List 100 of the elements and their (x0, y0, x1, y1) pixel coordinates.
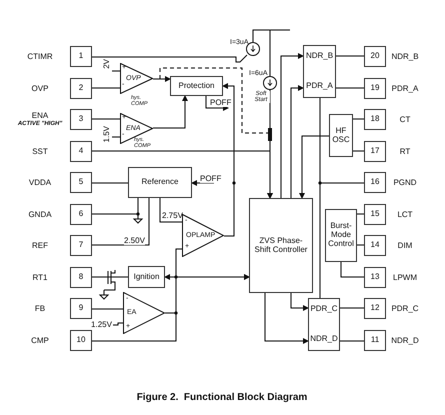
wire (92, 198, 138, 214)
edge-label: POFF (210, 99, 232, 107)
edge-label: 2.75V (162, 212, 183, 220)
voltage-text: 2V (102, 59, 112, 69)
arrow (152, 95, 188, 128)
pin-number: 4 (78, 147, 84, 156)
pin-box (70, 330, 92, 351)
wire (92, 182, 128, 184)
block-box (329, 114, 353, 157)
pin-box (364, 267, 386, 288)
wire (92, 118, 120, 120)
block-box (170, 76, 223, 96)
wire (340, 262, 364, 278)
pin-box (70, 78, 92, 99)
pin-name: RT (400, 148, 410, 156)
pin-box (364, 235, 386, 256)
pin-name: SST (32, 148, 48, 156)
pin-name: OVP (32, 85, 48, 93)
wire (160, 198, 184, 222)
block-box (249, 198, 313, 293)
pin-box (70, 267, 92, 288)
pin-number: 14 (370, 241, 380, 250)
driver-box (308, 298, 340, 351)
block-label: Protection (178, 82, 215, 90)
pin-name: ENA (32, 112, 48, 120)
pin-name: CT (400, 116, 410, 124)
pin-name: REF (32, 242, 48, 250)
pin-number: 5 (78, 178, 84, 187)
pin-number: 17 (370, 147, 380, 156)
pin-box (364, 141, 386, 162)
arrow (264, 292, 309, 344)
pin-box (364, 172, 386, 193)
pin-box (364, 298, 386, 319)
wire (352, 118, 364, 120)
figure-caption: Figure 2. Functional Block Diagram (136, 393, 308, 403)
arrow (92, 274, 250, 342)
arrow (290, 85, 304, 198)
pin-number: 11 (370, 336, 380, 345)
wire (92, 308, 124, 310)
wire (112, 70, 120, 72)
pin-box (70, 298, 92, 319)
wire (112, 136, 120, 138)
pin-name: PGND (393, 179, 417, 187)
dashed-line (152, 68, 268, 134)
pin-box (364, 78, 386, 99)
pin-name: GNDA (28, 211, 52, 219)
edge-label: POFF (200, 175, 222, 183)
pin-number: 10 (76, 336, 86, 345)
pin-number: 20 (370, 52, 380, 61)
block-label: NDR_D (310, 335, 338, 344)
pin-name: CTIMR (27, 53, 53, 61)
pin-name: RT1 (32, 274, 48, 282)
thick-bar (268, 128, 272, 141)
pin-number: 8 (78, 273, 84, 282)
wire (340, 340, 364, 342)
block-label: HF OSC (331, 126, 351, 144)
wire (92, 276, 128, 278)
wire (320, 182, 364, 298)
amplifier-triangle (123, 292, 165, 334)
wire (112, 322, 124, 326)
pin-number: 18 (370, 115, 380, 124)
pin-box (70, 46, 92, 67)
pin-number: 1 (78, 52, 84, 61)
pin-box (70, 172, 92, 193)
block-box (325, 209, 357, 262)
block-label: NDR_B (306, 52, 334, 61)
pin-number: 9 (78, 304, 84, 313)
pin-number: 7 (78, 241, 84, 250)
arrow (280, 53, 304, 198)
driver-box (303, 45, 336, 98)
pin-box (364, 109, 386, 130)
pin-name: VDDA (28, 179, 52, 187)
arrow (299, 136, 330, 199)
pin-box (70, 109, 92, 130)
edge-label: 2.50V (124, 237, 145, 245)
pin-name: FB (34, 305, 46, 313)
pin-number: 12 (370, 304, 380, 313)
pin-name: LPWM (393, 274, 417, 282)
pin-name: PDR_C (391, 305, 419, 313)
pin-box (70, 204, 92, 225)
pin-number: 6 (78, 210, 84, 219)
pin-number: 16 (370, 178, 380, 187)
block-box (128, 266, 165, 288)
current-source-circle (263, 76, 277, 90)
pin-box (70, 141, 92, 162)
pin-number: 13 (370, 273, 380, 282)
wire (92, 54, 248, 62)
pin-box (70, 235, 92, 256)
arrow (191, 180, 214, 186)
amplifier-triangle (120, 63, 153, 94)
pin-box (364, 204, 386, 225)
pin-number: 3 (78, 115, 84, 124)
wire (252, 30, 270, 76)
voltage-text: 1.25V (91, 320, 112, 330)
pin-name: LCT (397, 211, 413, 219)
block-label: Reference (142, 178, 178, 187)
block-label: Burst-Mode Control (327, 222, 355, 249)
wire (92, 198, 150, 246)
pin-name: NDR_B (391, 53, 419, 61)
block-label: Ignition (134, 272, 160, 282)
